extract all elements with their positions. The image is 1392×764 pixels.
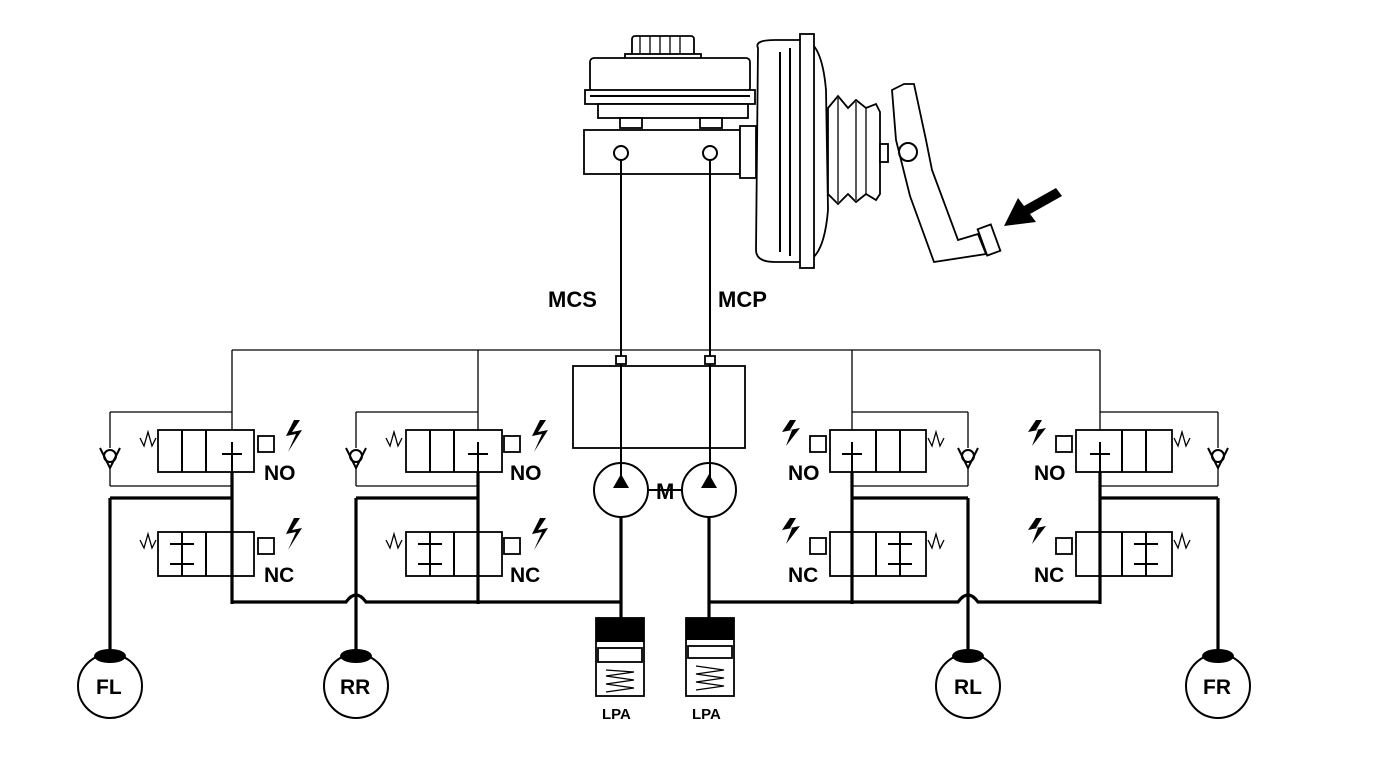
wheel-fl bbox=[77, 649, 143, 719]
booster-bellows bbox=[827, 94, 881, 206]
wheel-fr bbox=[1185, 649, 1251, 719]
wheel-rr bbox=[323, 649, 389, 719]
rr-no-label: NO bbox=[510, 462, 542, 485]
fl-nc-label: NC bbox=[264, 564, 294, 587]
lpa-left-label: LPA bbox=[602, 706, 631, 723]
rr-nc-label: NC bbox=[510, 564, 540, 587]
valve-group-fr bbox=[1028, 411, 1229, 577]
motor-label: M bbox=[656, 479, 674, 504]
wheel-fr-label: FR bbox=[1203, 676, 1231, 699]
lpa-left bbox=[595, 617, 645, 697]
brake-booster bbox=[755, 39, 829, 263]
fr-nc-label: NC bbox=[1034, 564, 1064, 587]
lpa-right bbox=[685, 617, 735, 697]
hcu-body bbox=[572, 365, 746, 449]
master-cylinder-assembly bbox=[583, 33, 1062, 269]
brake-pedal bbox=[891, 83, 988, 264]
wheel-rl-label: RL bbox=[954, 676, 982, 699]
wheel-fl-label: FL bbox=[96, 676, 122, 699]
rl-no-label: NO bbox=[788, 462, 820, 485]
valve-group-rr bbox=[345, 411, 548, 577]
mcs-label: MCS bbox=[548, 287, 597, 312]
fr-no-label: NO bbox=[1034, 462, 1066, 485]
valve-group-fl bbox=[99, 411, 302, 577]
mcp-label: MCP bbox=[718, 287, 767, 312]
fl-no-label: NO bbox=[264, 462, 296, 485]
valve-group-rl bbox=[782, 411, 979, 577]
wheel-rr-label: RR bbox=[340, 676, 370, 699]
pedal-force-arrow-icon bbox=[1004, 188, 1062, 226]
lpa-right-label: LPA bbox=[692, 706, 721, 723]
wheel-rl bbox=[935, 649, 1001, 719]
rl-nc-label: NC bbox=[788, 564, 818, 587]
